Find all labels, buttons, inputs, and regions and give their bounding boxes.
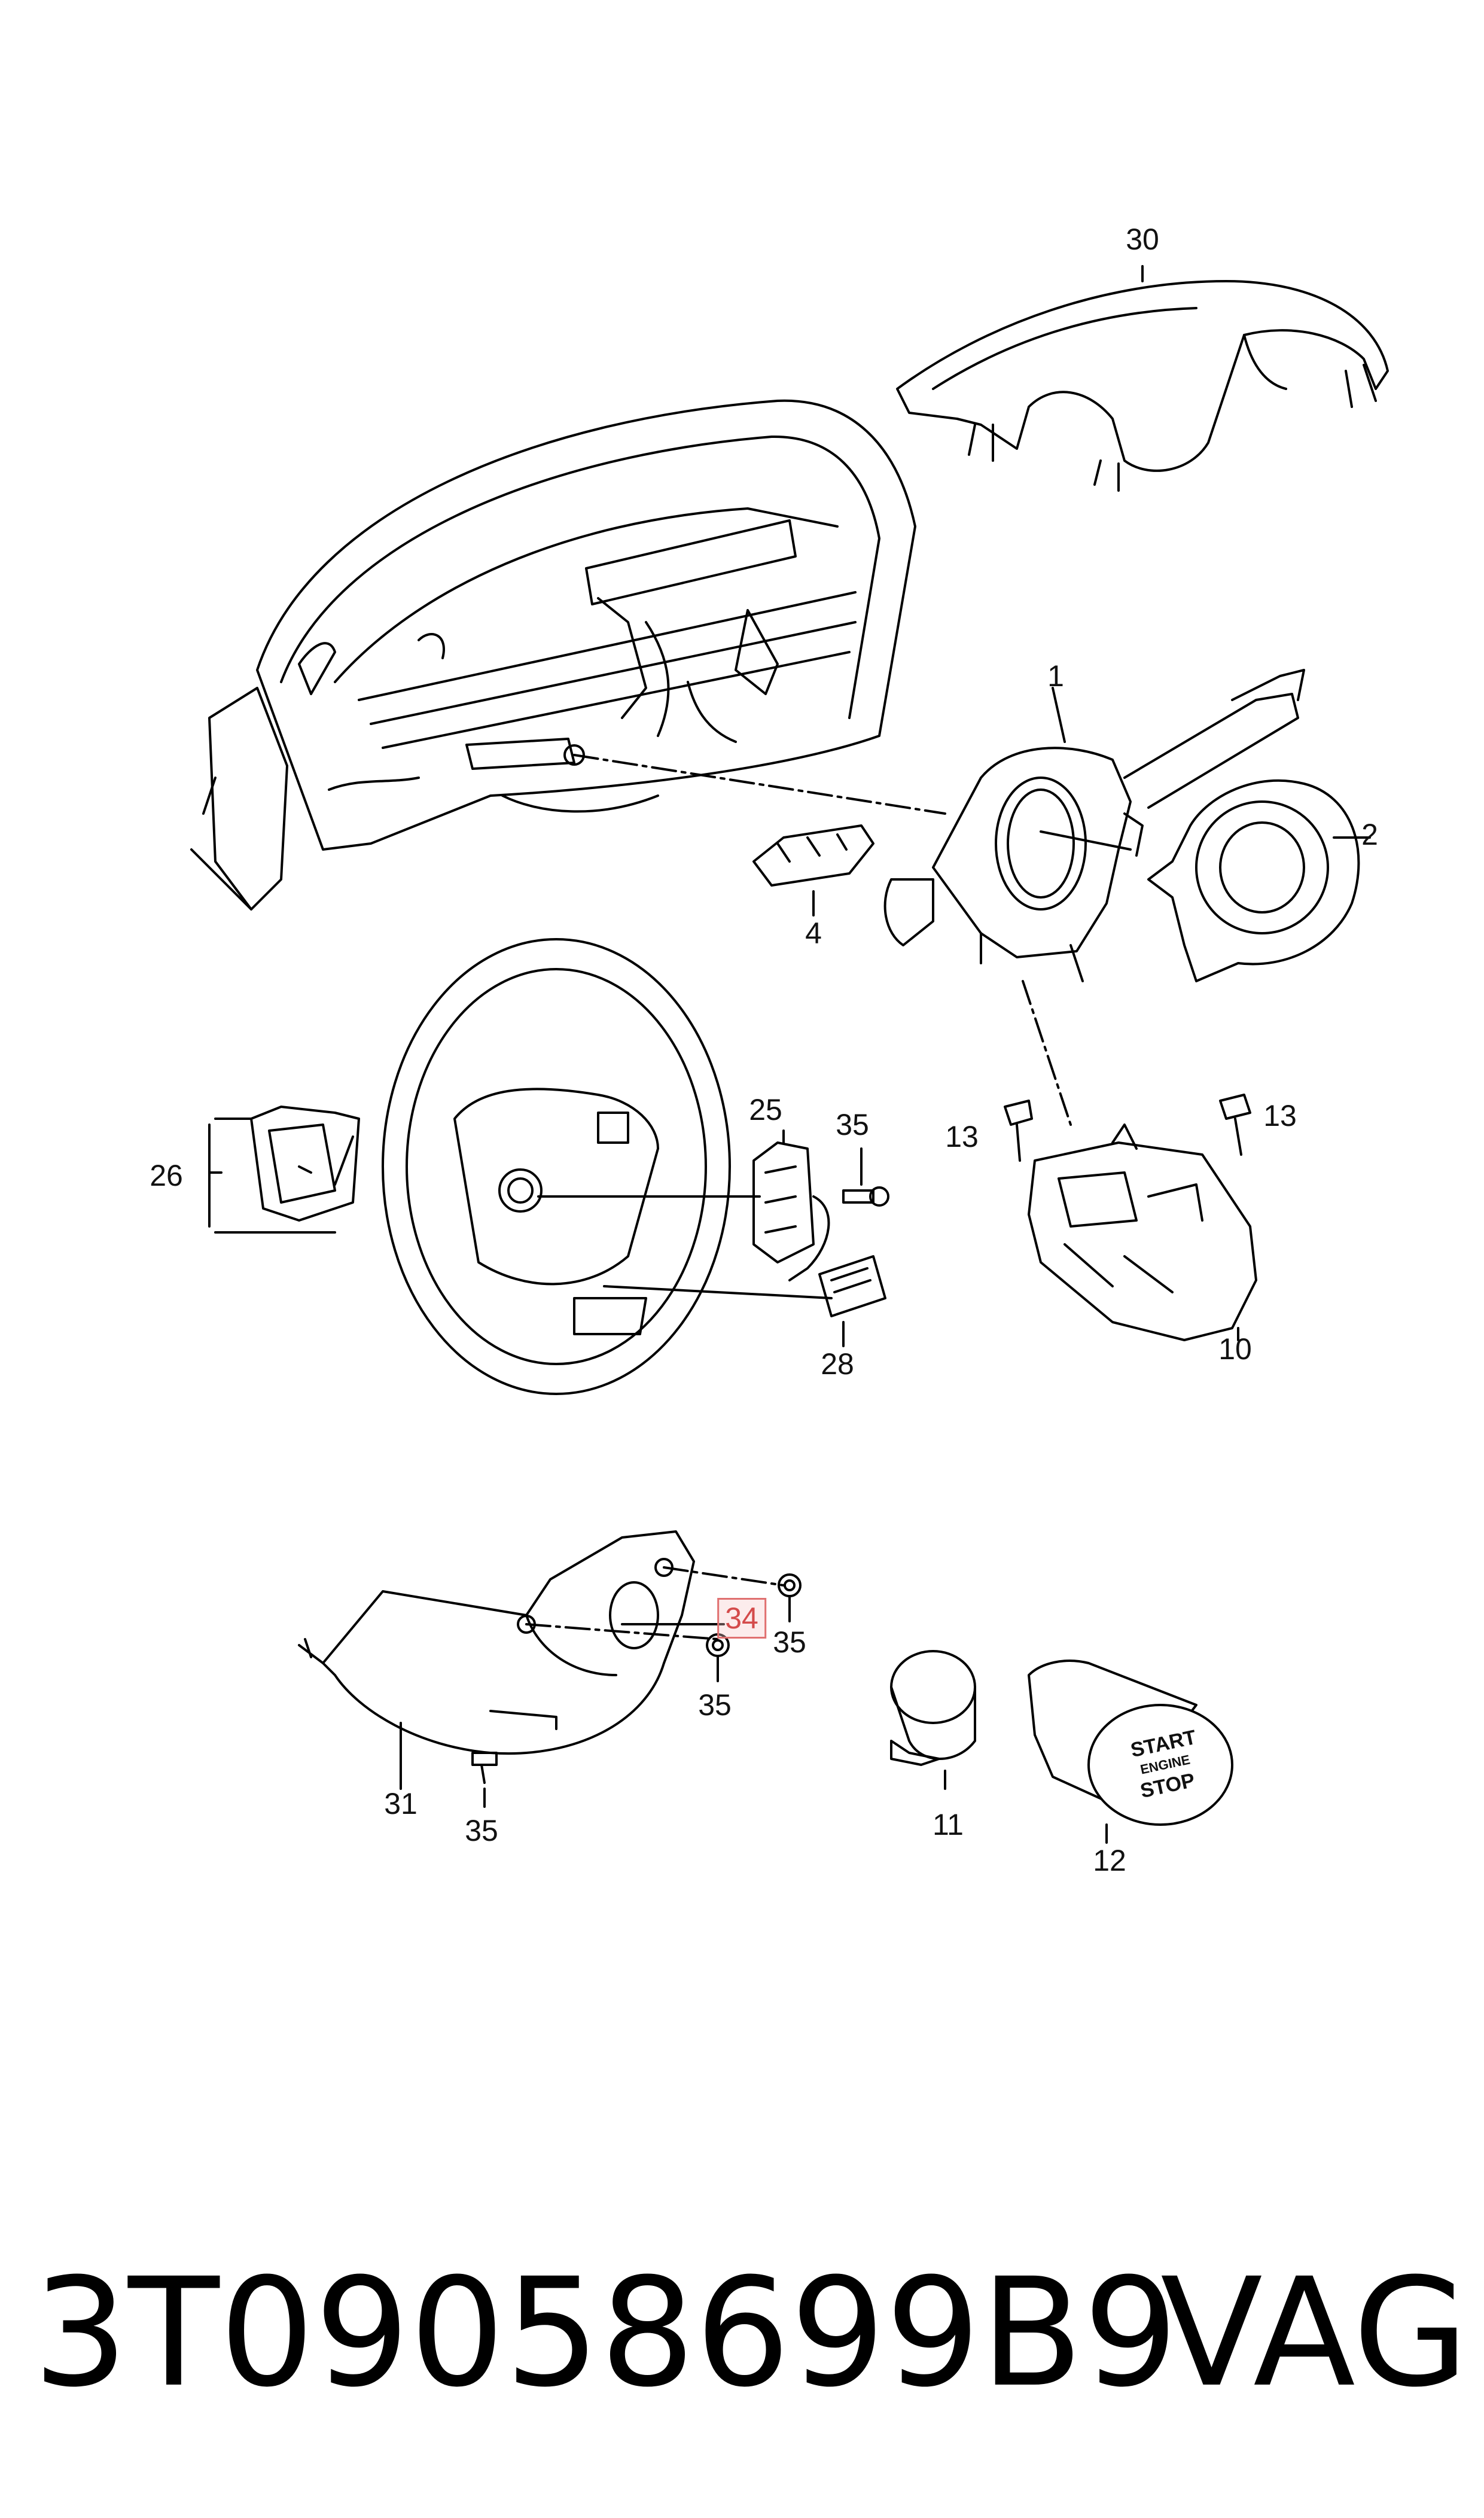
- part-number: 3T09058699B9: [33, 2246, 1178, 2420]
- callout-35-screw: 35: [836, 1108, 869, 1141]
- callout-35-bolt: 35: [465, 1814, 498, 1847]
- callout-35-nut-upper: 35: [773, 1625, 806, 1659]
- callout-34-highlighted: 34: [717, 1598, 766, 1639]
- ring-drawing: [890, 1650, 976, 1766]
- callout-12: 12: [1093, 1844, 1126, 1877]
- brand-name: VAG: [1160, 2246, 1469, 2420]
- callout-35-nut-lower: 35: [698, 1688, 732, 1722]
- leader-line: [663, 1566, 785, 1587]
- callout-31: 31: [384, 1787, 418, 1820]
- leader-line: [603, 1285, 833, 1299]
- leader-line: [1052, 687, 1066, 743]
- callout-26: 26: [150, 1159, 183, 1192]
- control-module-drawing: [1028, 1123, 1257, 1341]
- leader-line: [573, 754, 946, 815]
- callout-1: 1: [1047, 659, 1064, 693]
- sensor-drawing: [752, 824, 874, 887]
- leader-line: [1022, 980, 1072, 1126]
- callout-30: 30: [1126, 223, 1159, 256]
- bolt-lower-drawing: [471, 1752, 498, 1784]
- leader-line: [1040, 830, 1132, 851]
- callout-13-right: 13: [1263, 1099, 1297, 1132]
- leader-line: [525, 1623, 719, 1640]
- screw-13-right-drawing: [1219, 1094, 1251, 1156]
- callout-4: 4: [805, 917, 822, 950]
- paddle-shifter-drawing: [208, 1106, 360, 1234]
- callout-10: 10: [1218, 1332, 1252, 1366]
- screw-drawing: [842, 1186, 889, 1207]
- callout-2: 2: [1361, 818, 1378, 851]
- clock-spring-drawing: [1147, 779, 1371, 982]
- screw-13-left-drawing: [1004, 1100, 1033, 1162]
- callout-25: 25: [749, 1093, 782, 1126]
- lower-trim-drawing: [298, 1530, 695, 1755]
- callout-13-left: 13: [945, 1120, 979, 1153]
- steering-wheel-drawing: [382, 938, 731, 1395]
- callout-28: 28: [821, 1347, 854, 1381]
- combination-switch-drawing: [883, 669, 1305, 982]
- upper-trim-cover-drawing: [896, 280, 1389, 492]
- callout-11: 11: [933, 1808, 964, 1841]
- multifunction-button-drawing: [752, 1141, 830, 1281]
- start-stop-button-drawing: [1028, 1660, 1233, 1826]
- switch-28-drawing: [818, 1255, 886, 1317]
- dashboard-drawing: [190, 399, 916, 911]
